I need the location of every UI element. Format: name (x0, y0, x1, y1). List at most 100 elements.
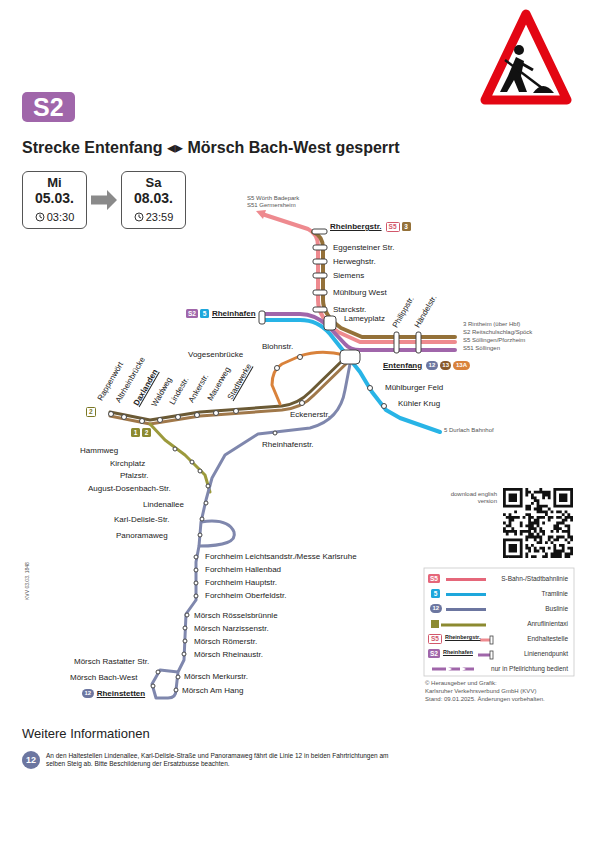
section-heading: Weitere Informationen (22, 726, 150, 742)
stop-label: Vogesenbrücke (188, 350, 243, 360)
stop-markers-part (198, 533, 202, 537)
stop-label: Mörsch Rastatter Str. (74, 657, 149, 667)
legend-text: Linienendpunkt (524, 649, 568, 659)
rail-lines-part (150, 424, 210, 492)
note-text: An den Haltestellen Lindenallee, Karl-De… (46, 752, 391, 768)
rail-lines-part (110, 358, 345, 420)
stop-label: Karl-Delisle-Str. (114, 515, 170, 525)
line-number: 3 (404, 222, 409, 231)
line-badge: 12 (82, 689, 94, 698)
legend-swatch (446, 578, 486, 581)
legend-frame-part (480, 639, 491, 642)
stop-label: Kühler Krug (398, 399, 440, 409)
stop-markers-part (204, 501, 208, 505)
legend-text: S-Bahn-/Stadtbahnlinie (501, 574, 568, 584)
legend-swatch (431, 620, 439, 628)
stop-markers-part (273, 431, 277, 435)
clock-icon (134, 212, 144, 222)
stop-markers-part (195, 413, 200, 418)
line-number: 5 (433, 589, 438, 598)
line-badge: S2 (186, 309, 198, 318)
stop-markers (109, 229, 422, 692)
small-label: Rheinbergstr. (445, 634, 480, 641)
legend-text: nur in Pfeilrichtung bedient (491, 664, 568, 674)
period-arrow (91, 190, 117, 210)
legend-swatch (446, 593, 486, 596)
rail-lines-part (272, 352, 345, 404)
stop-label: Mörsch Merkurstr. (184, 672, 248, 682)
legend-frame-part (424, 568, 574, 676)
stop-label: Forchheim Leichtsandstr./Messe Karlsruhe (205, 552, 357, 562)
warning-sign (485, 14, 567, 100)
legend-frame (424, 568, 574, 676)
stop-markers-part (140, 419, 145, 424)
stop-label: Entenfang (383, 361, 422, 371)
small-label: 5 Durlach Bahnhof (444, 427, 494, 434)
line-badge: 5 (200, 309, 209, 318)
line-badge: S5 (386, 222, 400, 232)
stop-markers-part (194, 594, 198, 598)
time-row: 03:30 (29, 207, 80, 225)
line-badge: 2 (86, 407, 96, 417)
stop-label: Kirchplatz (110, 459, 145, 469)
stop-markers-part (194, 568, 198, 572)
clock-icon (35, 212, 45, 222)
stop-markers-part (158, 418, 163, 423)
line-number: S2 (188, 309, 196, 318)
line-number: S2 (430, 649, 438, 658)
stop-markers-part (174, 688, 178, 692)
small-label: S51 Germersheim (247, 202, 296, 209)
stop-label: Starckstr. (333, 305, 366, 315)
stop-markers-part (313, 307, 327, 312)
stop-markers-part (313, 290, 327, 295)
stop-markers-part (214, 411, 219, 416)
legend-frame-part (446, 666, 452, 672)
small-label: S51 Söllingen (463, 345, 500, 352)
line-number: 1 (133, 428, 138, 437)
stop-label: Mühlburger Feld (385, 383, 443, 393)
stop-label: Eggensteiner Str. (333, 243, 394, 253)
line-badge: 3 (402, 222, 411, 231)
stop-markers-part (313, 245, 327, 250)
qr-code (502, 487, 574, 559)
stop-label: Eckenerstr. (290, 410, 330, 420)
small-label: Stand: 09.01.2025. Änderungen vorbehalte… (425, 696, 545, 703)
legend-text: Endhaltestelle (527, 634, 568, 644)
line-number: 12 (85, 689, 92, 698)
clock-face (135, 213, 143, 221)
rail-lines-part (265, 320, 440, 432)
stop-markers-part (259, 311, 265, 324)
stop-markers-part (190, 460, 194, 464)
map-title: Strecke Entenfang ◂▸ Mörsch Bach-West ge… (22, 138, 400, 157)
stop-markers-part (416, 332, 421, 353)
legend-frame-part (432, 668, 474, 671)
time-row: 23:59 (128, 207, 179, 225)
stop-markers-part (151, 684, 155, 688)
stop-label: Händelstr. (413, 294, 439, 330)
rail-lines-part (262, 214, 455, 342)
stop-markers-part (394, 332, 399, 353)
stop-markers-part (183, 626, 187, 630)
stop-markers-part (312, 229, 327, 234)
rail-lines-part (256, 210, 266, 219)
stop-markers-part (298, 355, 303, 360)
small-label: S5 Wörth Badepark (247, 195, 299, 202)
qr-modules (503, 488, 573, 558)
line-number: S5 (389, 223, 397, 231)
date-text: Mi (29, 175, 80, 190)
legend-frame-part (490, 636, 493, 644)
stop-markers-part (194, 581, 198, 585)
legend-frame-part (478, 654, 491, 657)
stop-label: Rheinhafenstr. (262, 440, 314, 450)
line-badge: S2 (428, 649, 440, 658)
line-badge: 12 (426, 361, 438, 370)
stop-label: Forchheim Hauptstr. (205, 578, 277, 588)
warning-sign-part (533, 86, 554, 93)
stop-markers-part (300, 401, 305, 406)
small-label: S5 Söllingen/Pforzheim (463, 337, 525, 344)
stop-markers-part (194, 555, 198, 559)
line-badge: S2 (22, 92, 75, 122)
rail-lines-part (313, 232, 455, 337)
